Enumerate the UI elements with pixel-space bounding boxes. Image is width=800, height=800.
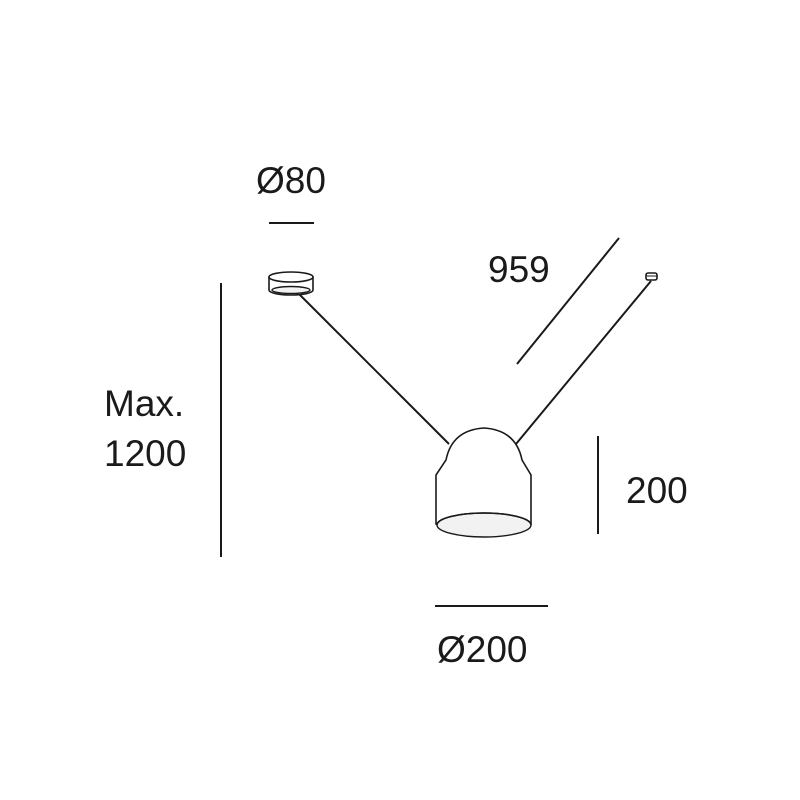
max-height-label-line2: 1200 [104, 433, 186, 474]
cable-length-label: 959 [488, 249, 550, 290]
ceiling-canopy [268, 271, 314, 296]
cable-anchor [645, 272, 658, 281]
lamp-shade [435, 427, 532, 538]
max-height-label-line1: Max. [104, 383, 184, 424]
left-suspension-cable [297, 292, 450, 445]
shade-diameter-label: Ø200 [437, 629, 528, 670]
shade-height-label: 200 [626, 470, 688, 511]
cable-length-dimension-line [516, 237, 620, 365]
canopy-diameter-label: Ø80 [256, 160, 326, 201]
right-suspension-cable [515, 280, 652, 445]
